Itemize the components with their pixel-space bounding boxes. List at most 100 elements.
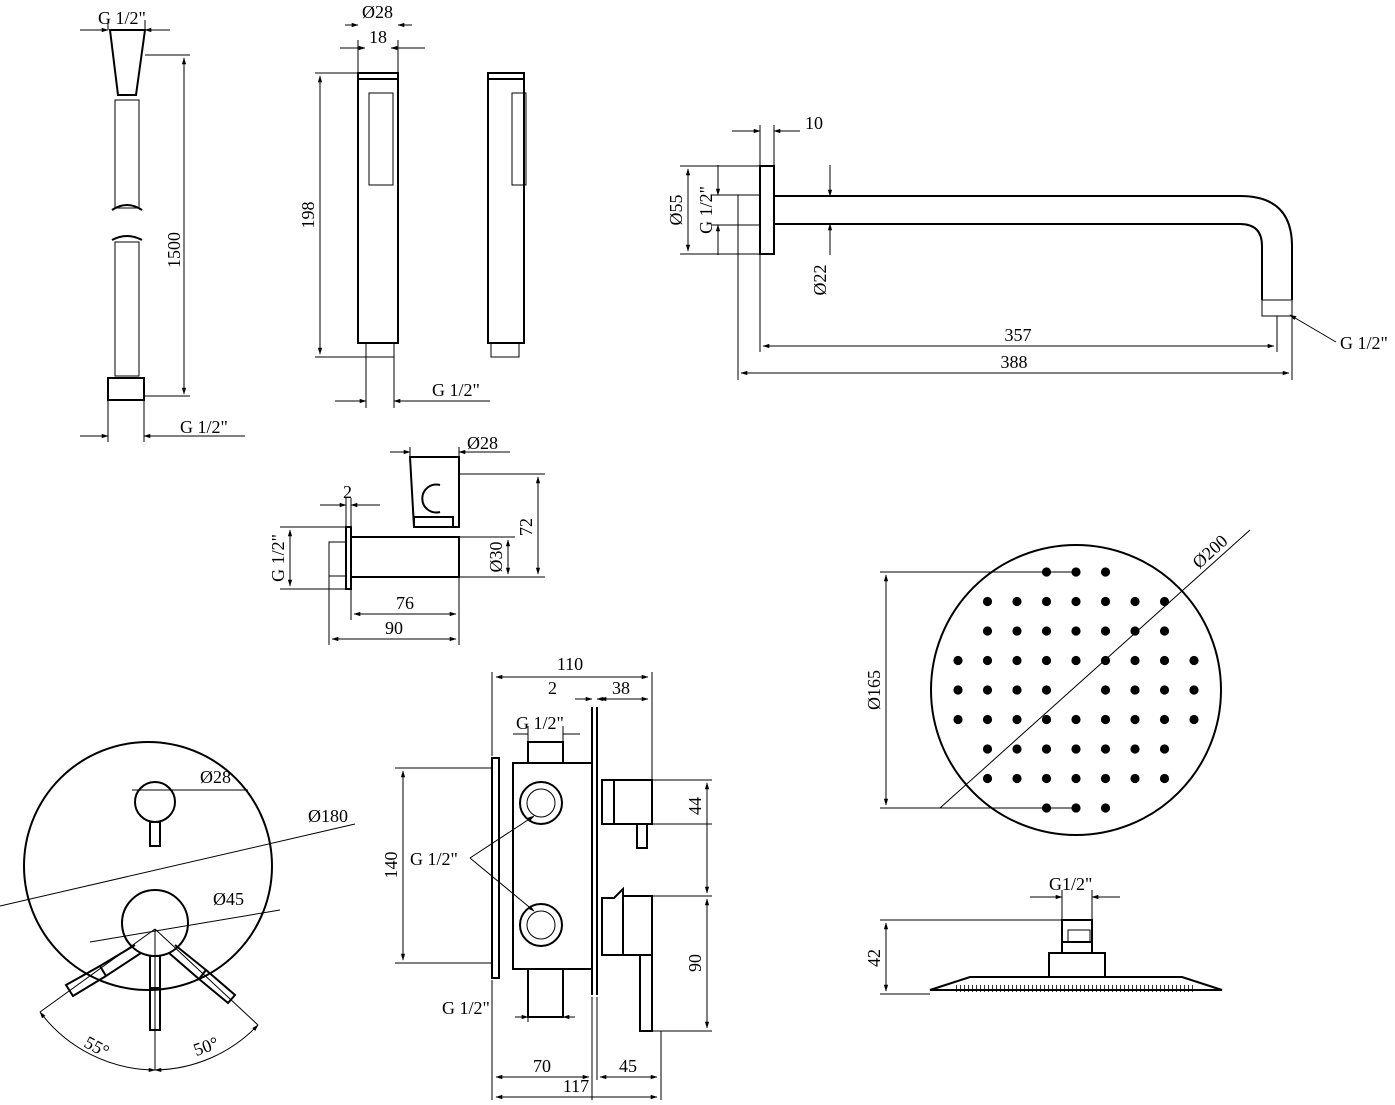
nozzle-dot [1130, 626, 1140, 636]
arm-flange-thickness-label: 10 [805, 113, 823, 133]
mixer-thread-top-label: G 1/2" [516, 713, 564, 733]
nozzle-dot [1100, 655, 1111, 666]
nozzle-dot [1130, 744, 1140, 754]
nozzle-dot [1012, 626, 1022, 636]
nozzle-dot [1130, 685, 1140, 695]
nozzle-dot [1100, 567, 1111, 577]
mixer-angle-left-label: 55° [81, 1032, 113, 1061]
nozzle-dot [1041, 714, 1052, 725]
mixer-depth-total-label: 110 [557, 654, 583, 674]
mixer-plate-thickness-label: 2 [548, 678, 557, 698]
nozzle-dot [1100, 803, 1111, 813]
hand-shower-drawing [315, 22, 527, 408]
mixer-outlets-label: G 1/2" [410, 849, 458, 869]
nozzle-dot [1100, 773, 1111, 784]
hand-shower-diameter-label: Ø28 [362, 2, 393, 22]
nozzle-dot [1071, 773, 1081, 784]
outlet-thread-label: G 1/2" [268, 534, 288, 582]
nozzle-dot [982, 773, 993, 784]
mixer-side-drawing [395, 672, 712, 1100]
mixer-thread-bottom-label: G 1/2" [442, 998, 490, 1018]
nozzle-dot [1130, 773, 1140, 784]
nozzle-dot [953, 685, 963, 695]
wall-outlet-drawing [280, 447, 545, 645]
nozzle-dot [1159, 744, 1170, 754]
nozzle-dot [1041, 655, 1052, 666]
mixer-angle-right-label: 50° [191, 1033, 222, 1060]
mixer-overall-depth-label: 117 [563, 1076, 589, 1096]
nozzle-dot [1012, 744, 1022, 754]
nozzle-dot [1159, 714, 1170, 725]
hand-shower-thread-label: G 1/2" [432, 380, 480, 400]
nozzle-dot [953, 714, 963, 725]
outlet-holder-diameter-label: Ø28 [467, 433, 498, 453]
nozzle-dot [1159, 773, 1170, 784]
rain-head-side-drawing [880, 890, 1223, 995]
nozzle-dot [1012, 596, 1022, 607]
nozzle-dot [1189, 655, 1199, 666]
shower-arm-drawing [680, 125, 1337, 380]
nozzle-dot [1100, 714, 1111, 725]
mixer-trim-depth-label: 45 [619, 1056, 637, 1076]
nozzle-dot [1071, 655, 1081, 666]
nozzle-dot [1159, 655, 1170, 666]
rain-head-top-drawing [880, 529, 1251, 836]
rain-head-thread-label: G1/2" [1049, 874, 1092, 894]
nozzle-dot [1041, 744, 1052, 754]
nozzle-dot [1012, 773, 1022, 784]
hose-thread-bottom-label: G 1/2" [180, 417, 228, 437]
outlet-total-length-label: 90 [385, 618, 403, 638]
nozzle-dot [1071, 596, 1081, 607]
nozzle-dot [982, 714, 993, 725]
nozzle-dot [982, 596, 993, 607]
nozzle-dot [1100, 596, 1111, 607]
mixer-knob-diameter-label: Ø45 [213, 889, 244, 909]
arm-thread-out-label: G 1/2" [1340, 333, 1388, 353]
hose-length-label: 1500 [164, 232, 184, 268]
rain-head-height-label: 42 [864, 949, 884, 967]
nozzle-dot [1159, 596, 1170, 607]
mixer-lower-offset-label: 90 [685, 954, 705, 972]
nozzle-dot [982, 655, 993, 666]
nozzle-dot [1041, 773, 1052, 784]
arm-pipe-diameter-label: Ø22 [810, 265, 830, 296]
nozzle-dot [1159, 685, 1170, 695]
nozzle-dot [1189, 685, 1199, 695]
nozzle-dot [1159, 626, 1170, 636]
nozzle-dot [1041, 685, 1052, 695]
mixer-height-label: 140 [381, 852, 401, 879]
mixer-lever-diameter-label: Ø28 [200, 767, 231, 787]
mixer-upper-offset-label: 44 [685, 797, 705, 815]
shower-hose-drawing [80, 20, 245, 442]
nozzle-dot [1041, 596, 1052, 607]
arm-flange-diameter-label: Ø55 [666, 195, 686, 226]
nozzle-dot [1100, 744, 1111, 754]
hand-shower-length-label: 198 [298, 202, 318, 229]
hose-thread-top-label: G 1/2" [98, 8, 146, 28]
nozzle-dot [1130, 596, 1140, 607]
outlet-height-label: 72 [516, 518, 536, 536]
nozzle-dot [1100, 685, 1111, 695]
arm-thread-in-label: G 1/2" [696, 186, 716, 234]
nozzle-dot [1189, 714, 1199, 725]
mixer-front-drawing [0, 741, 356, 1073]
outlet-flange-thickness-label: 2 [343, 482, 352, 502]
nozzle-dot [1012, 655, 1022, 666]
nozzle-dot [1012, 714, 1022, 725]
mixer-body-depth-label: 70 [533, 1056, 551, 1076]
arm-length-total-label: 388 [1001, 352, 1028, 372]
mixer-plate-diameter-label: Ø180 [308, 806, 348, 826]
nozzle-dot [1071, 744, 1081, 754]
nozzle-dot [1130, 655, 1140, 666]
outlet-body-diameter-label: Ø30 [486, 542, 506, 573]
arm-length-inner-label: 357 [1005, 325, 1032, 345]
nozzle-dot [982, 744, 993, 754]
nozzle-dot [1130, 714, 1140, 725]
nozzle-grid [953, 567, 1199, 813]
nozzle-dot [1100, 626, 1111, 636]
nozzle-dot [1071, 714, 1081, 725]
nozzle-dot [982, 626, 993, 636]
nozzle-dot [1012, 685, 1022, 695]
mixer-handle-depth-label: 38 [612, 678, 630, 698]
nozzle-dot [1071, 626, 1081, 636]
